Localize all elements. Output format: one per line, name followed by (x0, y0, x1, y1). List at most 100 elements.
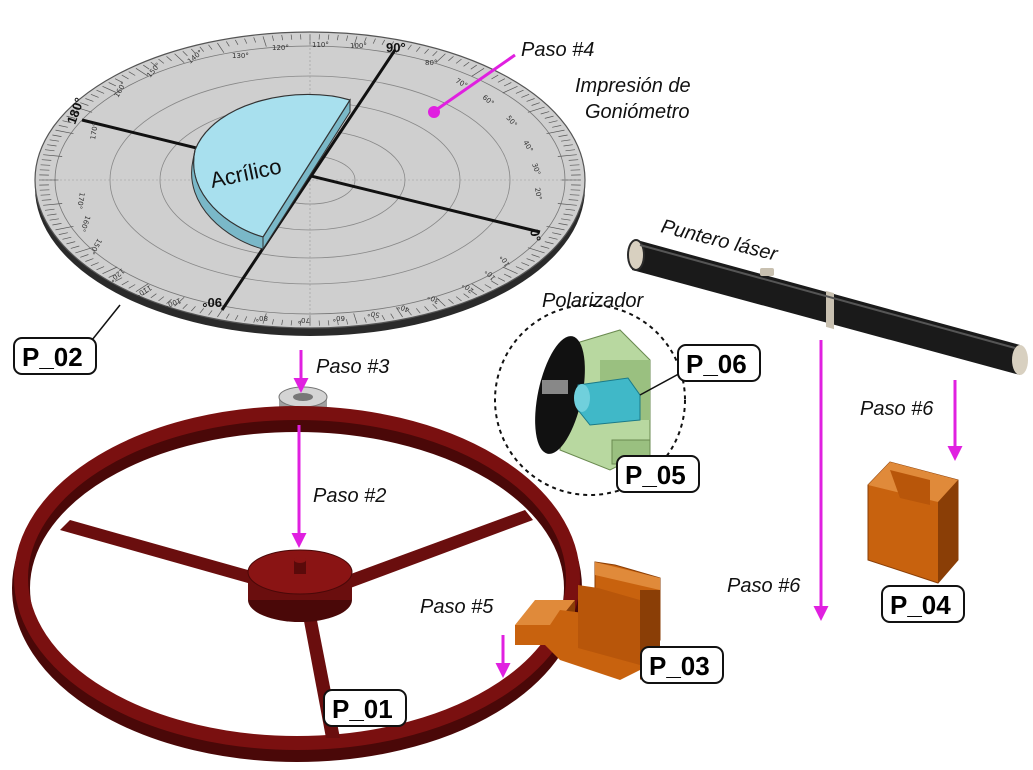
dial-minor-label: 60° (333, 314, 345, 322)
dial-tick (515, 266, 524, 271)
impresion-label-line1: Impresión de (575, 75, 691, 97)
dial-tick (521, 262, 530, 267)
paso2-label: Paso #2 (313, 485, 386, 507)
dial-tick (128, 71, 136, 76)
dial-tick (182, 303, 188, 309)
dial-label-0: 0° (527, 228, 544, 243)
dial-tick (497, 277, 506, 282)
dial-tick (515, 89, 524, 94)
dial-tick (290, 34, 293, 40)
dial-tick (52, 134, 62, 137)
dial-minor-label: 40° (396, 302, 410, 314)
dial-tick (448, 298, 454, 304)
dial-tick (390, 313, 394, 319)
dial-ticks (39, 34, 581, 326)
dial-tick (540, 245, 550, 249)
dial-tick (491, 74, 499, 80)
dial-tick (182, 51, 188, 57)
dial-label-90-bottom: 90° (202, 295, 222, 310)
dial-tick (62, 236, 72, 240)
dial-tick (353, 313, 358, 324)
dial-tick (253, 317, 257, 323)
dial-tick (244, 38, 248, 44)
dial-tick (552, 125, 562, 128)
dial-tick (463, 293, 470, 299)
dial-tick (226, 313, 230, 319)
dial-tick (52, 223, 62, 226)
dial-tick (44, 208, 55, 211)
dial-tick (281, 34, 284, 41)
dial-tick (336, 34, 339, 41)
dial-tick (174, 53, 185, 63)
acrylic-half-disc (191, 93, 351, 251)
p05-text: P_05 (625, 460, 686, 490)
dial-tick (290, 320, 293, 326)
dial-tick (49, 218, 59, 221)
dial-tick (416, 46, 421, 52)
dial-tick (121, 280, 129, 286)
dial-tick (199, 46, 204, 52)
dial-label-90-top: 90° (386, 40, 406, 55)
dial-tick (363, 37, 367, 43)
dial-minor-label: 70° (298, 316, 310, 324)
dial-tick (544, 115, 554, 119)
dial-tick (552, 232, 562, 235)
dial-tick (381, 39, 386, 45)
dial-minor-label: 50° (367, 309, 381, 319)
dial-tick (234, 39, 239, 45)
dial-tick (503, 82, 512, 87)
p02-text: P_02 (22, 342, 83, 372)
dial-tick (58, 232, 68, 235)
dial-tick (262, 313, 267, 324)
dial-tick (143, 290, 150, 296)
polarizer-assembly: Polarizador (494, 290, 687, 496)
dial-tick (174, 297, 185, 307)
dial-tick (150, 293, 157, 299)
dial-tick (561, 139, 571, 142)
dial-tick (503, 273, 512, 278)
dial-tick (470, 64, 477, 70)
dial-tick (497, 78, 506, 83)
dial-tick (96, 89, 105, 94)
part-label-p01: P_01 (323, 689, 407, 727)
dial-tick (471, 283, 485, 292)
part-label-p03: P_03 (640, 646, 724, 684)
dial-tick (281, 319, 284, 326)
dial-tick (527, 106, 545, 113)
dial-tick (85, 98, 94, 102)
dial-tick (381, 315, 386, 321)
dial-tick (463, 61, 470, 67)
dial-tick (327, 34, 330, 40)
part-label-p06: P_06 (677, 344, 761, 382)
impresion-label-line2: Goniómetro (585, 101, 690, 123)
dial-tick (407, 310, 412, 316)
part-label-p05: P_05 (616, 455, 700, 493)
dial-tick (226, 41, 230, 47)
dial-tick (502, 85, 518, 94)
dial-tick (527, 247, 545, 254)
p01-text: P_01 (332, 694, 393, 724)
dial-tick (526, 98, 535, 102)
dial-minor-label: 100° (350, 42, 367, 50)
dial-tick (336, 319, 339, 326)
part-label-p02: P_02 (13, 337, 97, 375)
dial-tick (455, 296, 462, 302)
dial-tick (70, 245, 80, 249)
dial-tick (363, 317, 367, 323)
dial-tick (557, 154, 577, 157)
dial-tick (327, 320, 330, 326)
dial-tick (114, 78, 123, 83)
dial-tick (395, 42, 403, 53)
dial-tick (253, 37, 257, 43)
paso4-label: Paso #4 (521, 39, 594, 61)
dial-minor-label: 170° (89, 122, 100, 140)
dial-tick (85, 258, 94, 262)
dial-tick (40, 164, 51, 166)
dial-tick (40, 194, 51, 196)
dial-tick (191, 306, 196, 312)
dial-tick (435, 53, 446, 63)
dial-tick (41, 199, 52, 201)
p04-text: P_04 (890, 590, 951, 620)
goniometer-dial: Acrílico 180° 90° 0° 90° 130° 120° 110° … (34, 31, 586, 346)
dial-tick (66, 241, 76, 245)
